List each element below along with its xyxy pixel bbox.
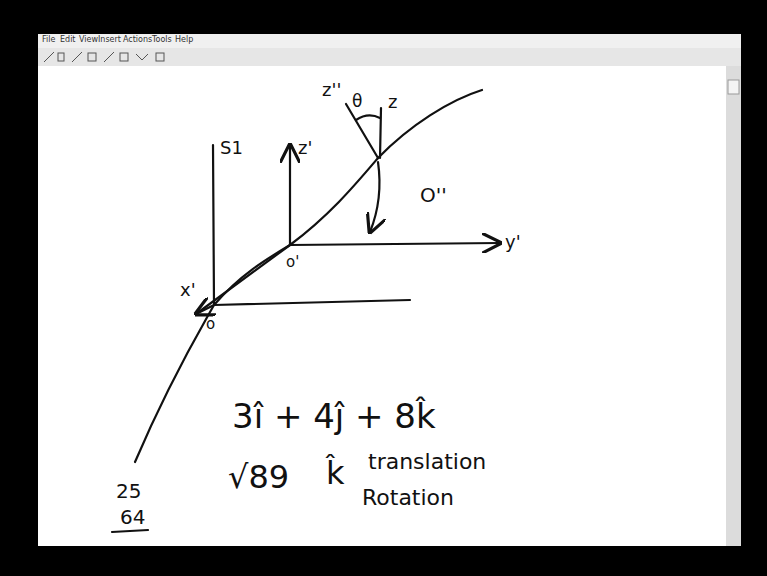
s1-axis [213, 145, 214, 305]
frame-label: S1 [220, 138, 243, 158]
menu-item: Help [175, 36, 193, 45]
menu-item: File [42, 36, 55, 45]
menu-item: Insert [98, 36, 121, 45]
axis-label: z [388, 92, 397, 112]
origin-label: O'' [420, 184, 447, 206]
menu-item: View [79, 36, 98, 45]
theta-arc [356, 115, 380, 120]
origin-label: o [206, 316, 215, 333]
vector-expression: 3î + 4ĵ + 8k̂ [232, 398, 436, 435]
frames-sketch [112, 90, 500, 532]
toolbar-icons [44, 52, 164, 62]
x-prime-axis [196, 305, 214, 314]
axis-label: x' [180, 280, 196, 300]
note-text: Rotation [362, 486, 454, 510]
note-text: translation [368, 450, 486, 474]
rotation-arrow [370, 162, 380, 232]
number-note: 25 [116, 480, 141, 502]
scrollbar [726, 66, 741, 546]
number-note: 64 [120, 506, 145, 528]
magnitude-expression: √89 [228, 460, 289, 495]
unit-vector: k̂ [326, 456, 345, 491]
origin-label: o' [286, 254, 299, 271]
axis-label: z' [298, 138, 312, 158]
z-double-prime-axis [346, 104, 378, 158]
z-prime-axis [289, 145, 291, 245]
menu-item: Edit [60, 36, 76, 45]
x-prime-link [196, 245, 290, 314]
axis-label: z'' [322, 80, 341, 100]
angle-label: θ [352, 92, 362, 111]
z-axis [380, 108, 381, 158]
y-prime-axis [290, 243, 500, 245]
menu-item: Actions [123, 36, 152, 45]
underline [112, 530, 148, 532]
trajectory-curve [135, 90, 482, 462]
menu-item: Tools [152, 36, 172, 45]
tool-bar [38, 48, 741, 66]
menu-bar [38, 34, 741, 48]
axis-label: y' [505, 232, 521, 252]
s1-horizontal-axis [214, 300, 410, 305]
canvas [38, 66, 726, 546]
scroll-thumb [728, 80, 739, 94]
